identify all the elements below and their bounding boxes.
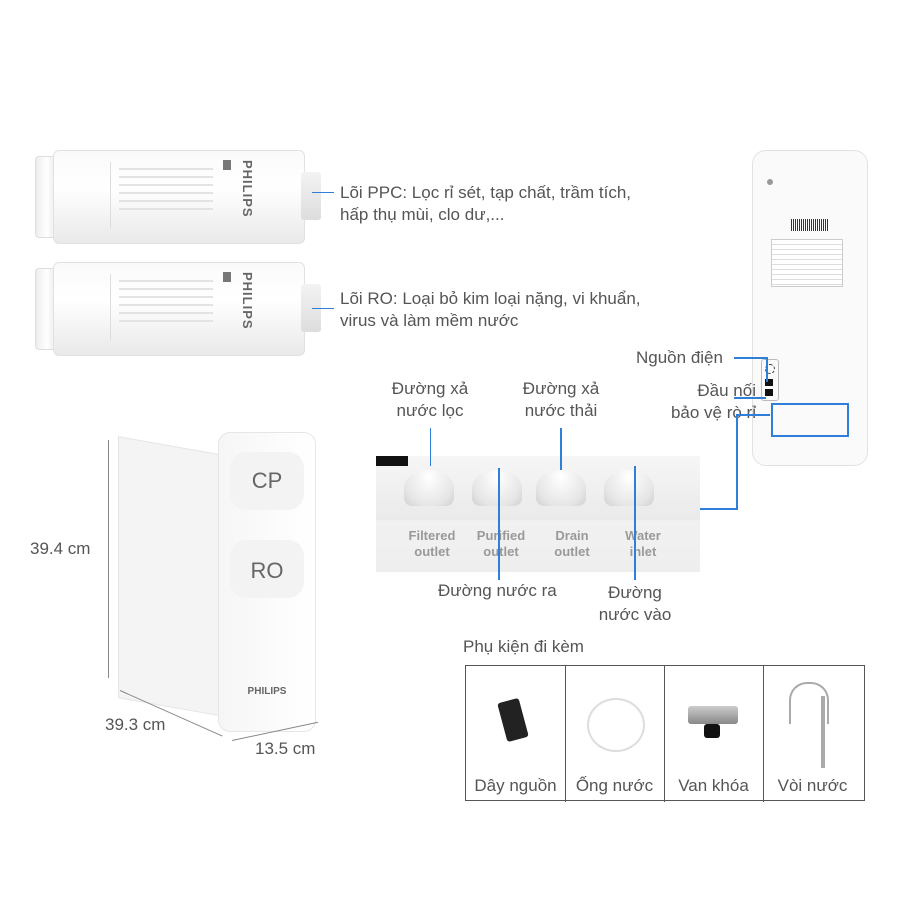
ppc-filter-description: Lõi PPC: Lọc rỉ sét, tạp chất, trầm tích… (340, 183, 632, 224)
unit-brand: PHILIPS (247, 686, 287, 697)
filter-brand: PHILIPS (240, 272, 255, 330)
valve-icon (688, 706, 738, 724)
ro-filter-description: Lõi RO: Loại bỏ kim loại nặng, vi khuẩn,… (340, 289, 641, 330)
accessory-valve: Van khóa (664, 666, 764, 802)
cp-slot-label: CP (251, 468, 283, 493)
accessory-faucet: Vòi nước (763, 666, 862, 802)
power-adapter-icon (497, 697, 529, 743)
accessory-water-tube: Ống nước (565, 666, 665, 802)
purifier-unit-image: CP RO PHILIPS (118, 432, 316, 732)
depth-dimension: 39.3 cm (105, 715, 166, 734)
rear-view-image (752, 150, 868, 466)
accessories-title: Phụ kiện đi kèm (463, 637, 584, 656)
accessories-table: Dây nguồn Ống nước Van khóa Vòi nước (465, 665, 865, 802)
faucet-icon (789, 682, 829, 724)
ro-filter-image: PHILIPS (35, 262, 321, 356)
outlet-label: Đường nước ra (438, 581, 557, 600)
power-label: Nguồn điện (636, 348, 723, 367)
ro-slot-label: RO (250, 558, 284, 583)
height-dimension: 39.4 cm (30, 539, 91, 558)
width-dimension: 13.5 cm (255, 739, 316, 758)
tube-icon (587, 698, 645, 752)
accessory-power-cord: Dây nguồn (466, 666, 566, 802)
filter-brand: PHILIPS (240, 160, 255, 218)
ppc-filter-image: PHILIPS (35, 150, 321, 244)
